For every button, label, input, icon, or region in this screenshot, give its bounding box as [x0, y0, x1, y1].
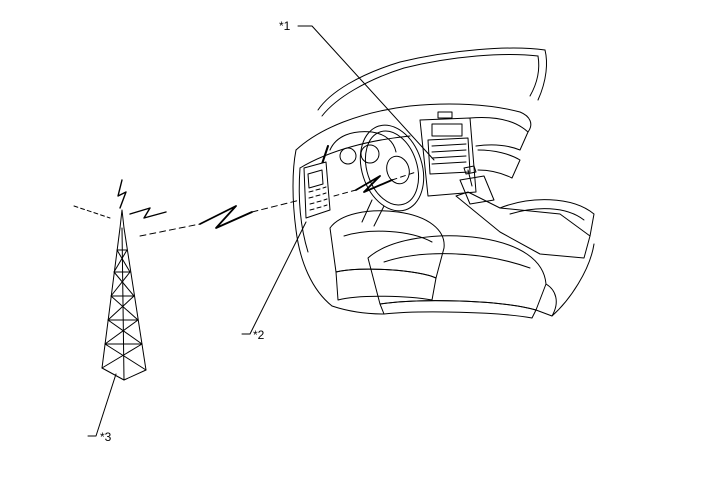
tower-signal-bolt-up — [117, 179, 127, 209]
tower-signal-dash-left — [73, 205, 111, 219]
callout-leaders — [87, 25, 435, 437]
radio-buttons — [431, 143, 467, 165]
radio-signals — [73, 171, 417, 237]
car-interior-illustration — [292, 47, 595, 319]
dashboard-top — [295, 103, 532, 151]
windshield-base — [529, 55, 540, 97]
link-dash-phone-unit — [333, 189, 357, 197]
leader-3 — [87, 373, 117, 437]
phone-keypad — [308, 186, 328, 211]
tower-left-leg — [101, 227, 121, 369]
driver-seat-cushion — [335, 268, 437, 301]
tower-base — [101, 367, 147, 381]
dashboard-lower-edge — [299, 135, 411, 169]
gauge-left — [339, 147, 357, 165]
link-bolt-phone-unit — [355, 175, 393, 193]
radio-tower — [101, 209, 147, 381]
door-panel-left-inner — [298, 167, 309, 253]
leader-1 — [297, 25, 435, 161]
a-pillar-right — [537, 49, 547, 101]
windshield-frame-inner — [321, 54, 539, 117]
callout-label-3: *3 — [100, 430, 112, 444]
cellular-phone — [303, 145, 331, 219]
tower-right-leg — [123, 227, 147, 371]
glovebox — [477, 149, 521, 179]
callout-label-1: *1 — [279, 19, 291, 33]
tower-mast — [119, 209, 125, 229]
armrest-lid — [509, 208, 585, 221]
shift-lever — [463, 165, 477, 187]
passenger-dash — [469, 117, 529, 151]
steering-wheel-hub — [386, 155, 410, 185]
callout-label-2: *2 — [253, 328, 265, 342]
passenger-seat-side — [535, 283, 557, 317]
phone-display — [307, 169, 324, 189]
gear-gate — [459, 175, 495, 205]
link-dash-tower-phone-2 — [251, 199, 301, 213]
link-dash-phone-unit-2 — [391, 171, 417, 181]
center-stack-outline — [419, 117, 477, 197]
floor-sill-right — [551, 243, 595, 317]
leader-2 — [241, 221, 307, 335]
radio-unit — [427, 137, 471, 175]
tower-center-leg — [121, 227, 125, 381]
passenger-seat-cushion — [379, 300, 537, 319]
gauge-right — [360, 144, 380, 164]
steering-wheel-rim-inner — [364, 130, 420, 206]
door-panel-left — [292, 149, 333, 307]
link-bolt-tower-phone — [199, 205, 253, 229]
steering-wheel-rim — [359, 124, 425, 212]
passenger-seat-back — [367, 235, 547, 311]
vent-center — [431, 123, 463, 137]
driver-seat-back-inner — [343, 230, 433, 243]
hazard-switch — [437, 111, 453, 119]
driver-seat-back — [329, 210, 445, 279]
link-dash-tower-phone — [139, 223, 201, 237]
instrument-cluster-hood — [329, 131, 397, 153]
windshield-frame-outer — [317, 47, 546, 111]
floor-sill-left — [331, 305, 385, 315]
tower-lattice — [101, 249, 147, 371]
tower-signal-bolt-right — [129, 207, 167, 219]
console-armrest — [499, 199, 595, 237]
passenger-seat-back-inner — [383, 253, 531, 269]
